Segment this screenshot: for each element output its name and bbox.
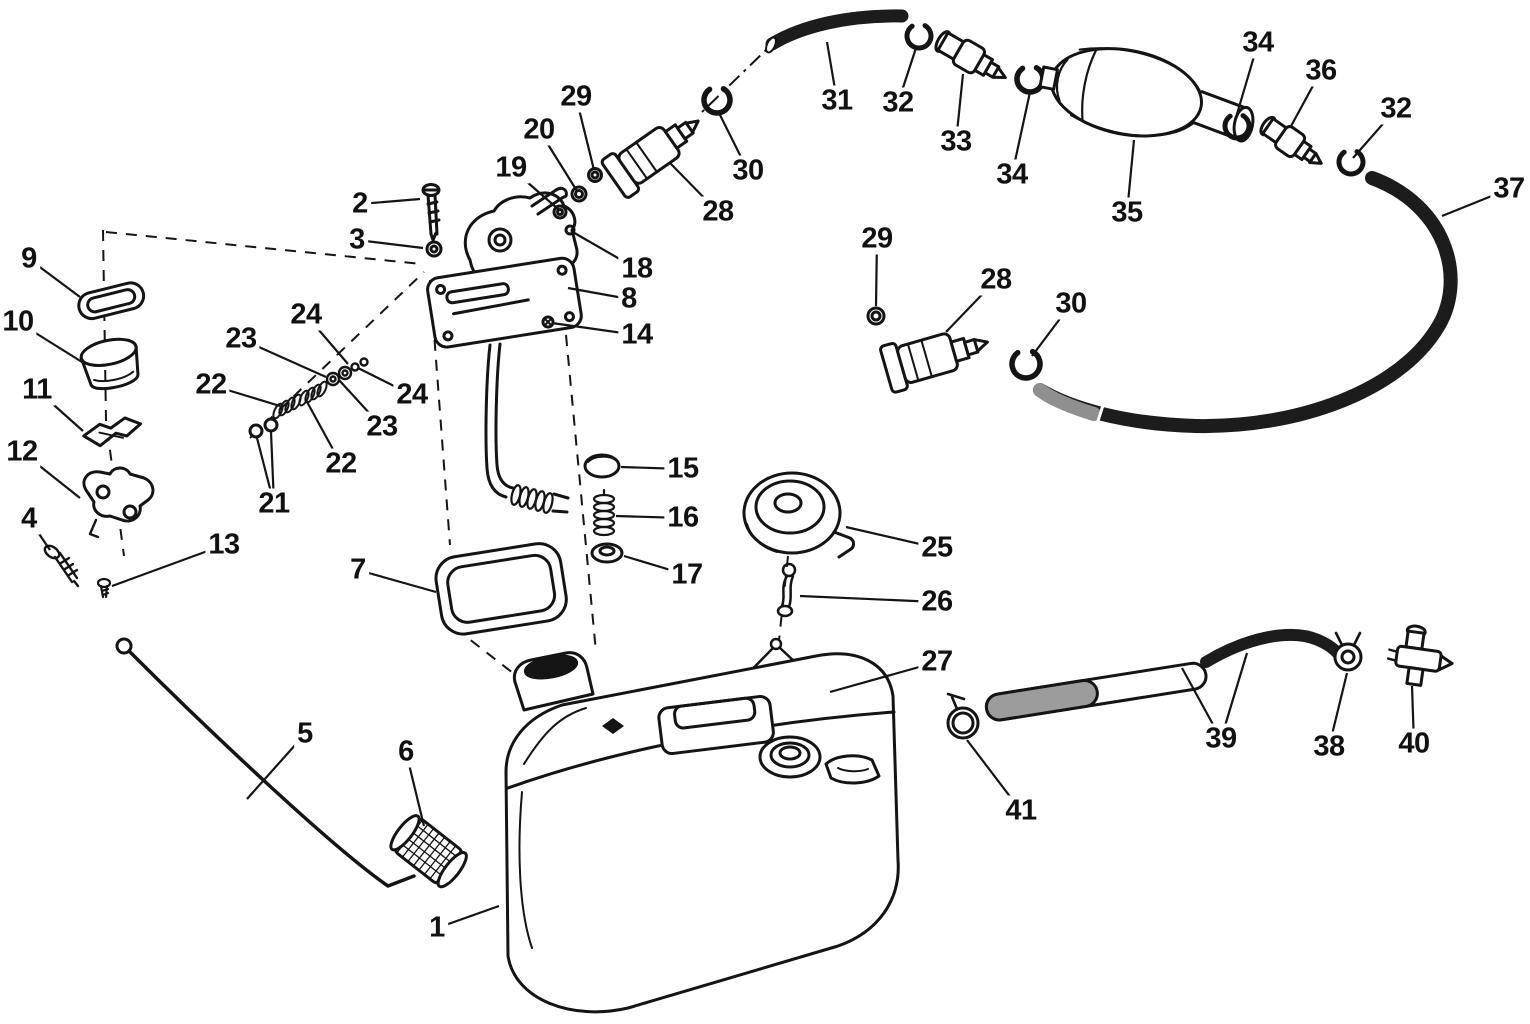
clip-34-right: [1222, 111, 1252, 141]
hose-37: [1033, 171, 1458, 434]
parts-art: [43, 9, 1458, 1014]
screw-13: [96, 577, 112, 599]
cap-15: [583, 453, 621, 479]
bolt-14: [541, 315, 555, 329]
spring-16: [592, 488, 616, 537]
fuel-tank-1: [504, 651, 900, 1014]
nut-3: [425, 240, 443, 258]
grommet-17: [590, 542, 624, 564]
clip-30-right: [1009, 347, 1043, 381]
pins-24: [350, 357, 369, 372]
bracket-12: [82, 466, 155, 539]
balls-21: [248, 417, 279, 439]
clamp-32-left: [904, 21, 934, 51]
fuel-tube-39: [984, 629, 1349, 722]
fuel-connector-28-right: [879, 332, 989, 394]
screw-2: [421, 183, 441, 242]
screw-4: [43, 544, 80, 588]
fuel-pump-assembly: [426, 186, 583, 514]
connector-33: [934, 30, 1007, 79]
spring-22-a: [272, 393, 302, 420]
hose-clamp-41: [946, 692, 980, 740]
fuel-cap-25: [742, 471, 855, 559]
washers-23: [325, 365, 353, 387]
oring-29-left: [587, 167, 603, 183]
fuel-connector-40: [1386, 624, 1454, 687]
wing-clamp-38: [1333, 631, 1363, 672]
oring-29-right: [866, 306, 886, 326]
pickup-rod-5: [115, 637, 416, 888]
clip-11: [82, 416, 143, 448]
cup-10: [79, 337, 140, 391]
grommet-9: [77, 281, 146, 321]
clip-30-top: [701, 84, 733, 116]
gauge-pin-26: [776, 562, 797, 618]
filter-6: [389, 814, 468, 889]
fuel-connector-28-top: [600, 119, 700, 199]
hose-31: [765, 9, 909, 54]
gasket-7: [434, 542, 568, 636]
clamp-32-right: [1336, 147, 1366, 177]
oring-20: [570, 185, 588, 203]
spring-22-b: [298, 380, 328, 407]
connector-36: [1259, 115, 1323, 165]
primer-bulb-35: [1038, 47, 1255, 143]
